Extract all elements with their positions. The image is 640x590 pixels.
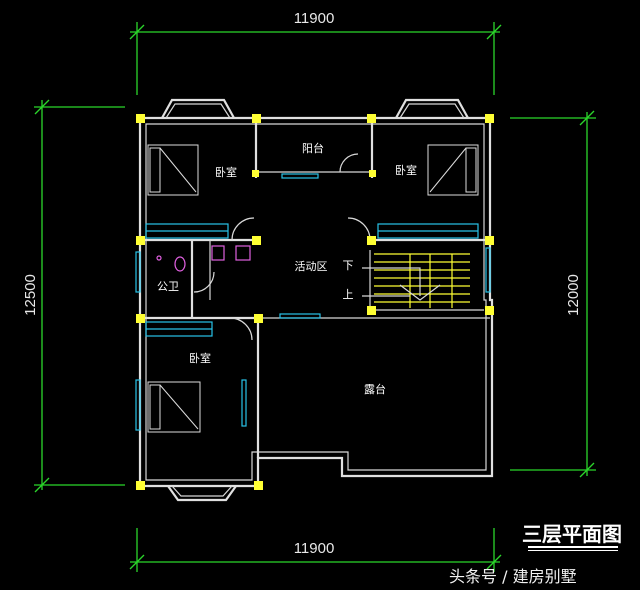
activity-area-label: 活动区 <box>295 260 328 273</box>
title-underline-thin <box>528 550 618 551</box>
columns <box>136 114 494 490</box>
terrace-label: 露台 <box>364 382 386 396</box>
dimension-lines <box>34 22 596 572</box>
dim-left: 12500 <box>22 274 39 316</box>
dim-bottom: 11900 <box>294 540 335 557</box>
bay-windows <box>161 98 469 502</box>
bathroom-label: 公卫 <box>157 280 179 293</box>
bedroom-nw-label: 卧室 <box>215 165 237 179</box>
stair-down-label: 下 <box>343 259 354 272</box>
bedroom-sw-label: 卧室 <box>189 351 211 365</box>
windows <box>135 173 491 431</box>
plan-title: 三层平面图 <box>522 522 622 546</box>
watermark: 头条号 / 建房别墅 <box>449 567 577 586</box>
balcony-label: 阳台 <box>302 141 324 155</box>
doors <box>193 153 371 341</box>
dim-right: 12000 <box>565 274 582 316</box>
bathroom-fixtures <box>156 245 251 272</box>
staircase <box>362 253 470 308</box>
wardrobes <box>145 223 479 337</box>
plan-title-box: 三层平面图 <box>522 516 622 551</box>
stair-up-label: 上 <box>343 288 354 301</box>
bedroom-ne-label: 卧室 <box>395 163 417 177</box>
beds <box>147 144 479 433</box>
title-underline <box>528 546 618 548</box>
dim-top: 11900 <box>294 10 335 27</box>
